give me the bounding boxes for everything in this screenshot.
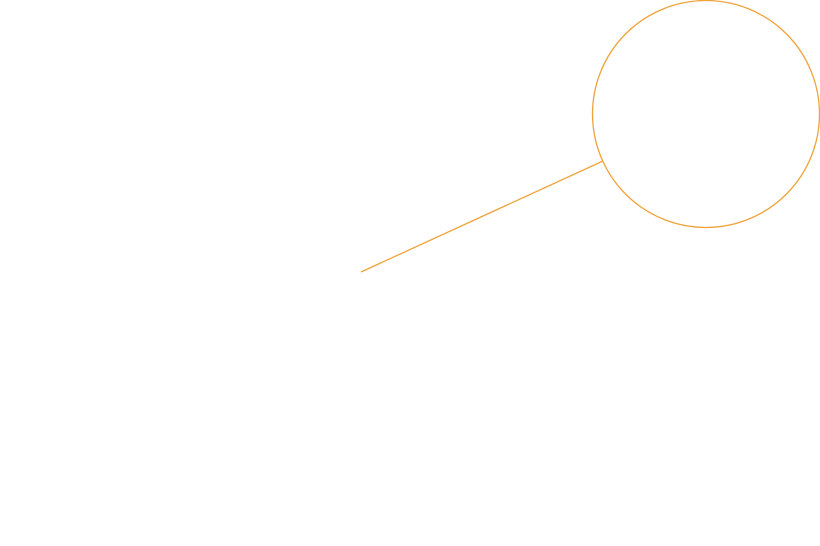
callout-leader-line [360, 160, 604, 273]
